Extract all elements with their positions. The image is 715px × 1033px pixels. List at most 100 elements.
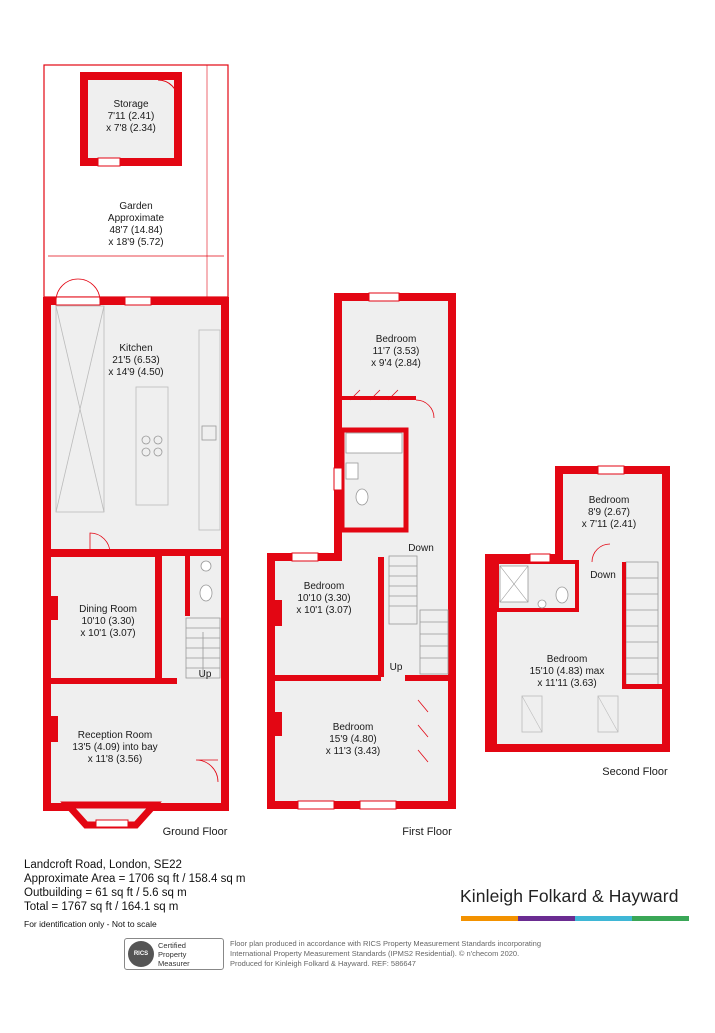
wall-middle-front [271,675,381,681]
first-stair-up-label: Up [390,662,403,673]
first-rear-window [368,292,400,302]
second-stair-base-wall [622,684,662,689]
second-floor-plan: Bedroom 8'9 (2.67) x 7'11 (2.41) Bedroom… [485,465,670,778]
first-stairs [388,555,449,675]
garden-dim1: 48'7 (14.84) [109,225,162,236]
first-front-bedroom-name: Bedroom [333,722,374,733]
dining-dim2: x 10'1 (3.07) [80,628,135,639]
wall-hall-kitchen [162,549,225,556]
storage-dim1: 7'11 (2.41) [108,111,155,122]
rics-line1: Certified [158,940,186,950]
address: Landcroft Road, London, SE22 [24,859,182,871]
second-skylight-b [597,695,619,733]
identification-note: For identification only - Not to scale [24,919,157,929]
bay-glass [95,819,129,828]
middle-window [291,552,319,562]
shower-icon-x2 [499,565,529,603]
second-small-bedroom-name: Bedroom [589,495,630,506]
first-middle-bedroom-dim2: x 10'1 (3.07) [296,605,351,616]
wall-kitchen-dining [47,549,157,557]
ground-wc-basin-icon [200,560,212,572]
wall-dining-right [155,549,162,681]
brand-stripe-blue [575,916,632,921]
second-toilet-icon [555,586,569,604]
outbuilding-area: Outbuilding = 61 sq ft / 5.6 sq m [24,887,187,899]
brand-stripe-orange [461,916,518,921]
ground-stair-up-label: Up [199,669,212,680]
rics-line3: Measurer [158,958,190,968]
storage-door [157,79,179,101]
ground-wc-wall [185,556,190,616]
second-wall-left [489,558,497,748]
bath-icon [345,432,403,454]
kitchen-window [124,296,152,306]
second-small-bedroom-dim2: x 7'11 (2.41) [582,519,637,530]
front-door-swing [195,759,219,783]
second-main-bedroom-name: Bedroom [547,654,588,665]
dining-name: Dining Room [79,604,137,615]
storage-window [97,157,121,167]
ground-stairs [185,617,221,679]
first-middle-bedroom-name: Bedroom [304,581,345,592]
front-wardrobe-doors [417,699,429,763]
kitchen-skylight-cross-b [55,305,105,513]
second-floor-label: Second Floor [602,766,668,778]
second-ensuite-window [529,553,551,563]
front-window-a [297,800,335,810]
first-toilet-icon [355,488,369,506]
hob-icon [141,435,163,457]
disclaimer-line2: International Property Measurement Stand… [230,949,520,958]
rear-wardrobe-doors [349,389,399,401]
kitchen-island [135,386,169,506]
second-main-bedroom-dim1: 15'10 (4.83) max [530,666,605,677]
garden-approx: Approximate [108,213,165,224]
bay-window [60,801,162,829]
second-main-bedroom-dim2: x 11'11 (3.63) [537,678,596,689]
first-front-bedroom-dim1: 15'9 (4.80) [329,734,377,745]
dining-fireplace [51,596,58,620]
brand-stripe-green [632,916,689,921]
second-small-bedroom-dim1: 8'9 (2.67) [588,507,630,518]
kitchen-dim1: 21'5 (6.53) [112,355,160,366]
first-rear-bedroom-dim2: x 9'4 (2.84) [371,358,421,369]
kitchen-french-door-swing [55,278,101,302]
middle-fireplace [275,600,282,626]
second-stair-wall [622,562,626,686]
front-window-b [359,800,397,810]
rics-line2: Property [158,949,187,959]
dining-dim1: 10'10 (3.30) [81,616,134,627]
second-skylight-a-x [521,695,543,733]
approximate-area: Approximate Area = 1706 sq ft / 158.4 sq… [24,873,246,885]
reception-dim2: x 11'8 (3.56) [88,754,143,765]
second-stair-down-label: Down [590,570,616,581]
first-stair-down-label: Down [408,543,434,554]
ground-wc-toilet-icon [199,584,213,602]
rics-text: Certified Property Measurer [158,941,190,968]
first-rear-bedroom-dim1: 11'7 (3.53) [373,346,420,357]
total-area: Total = 1767 sq ft / 164.1 sq m [24,901,179,913]
rics-seal-icon: RICS [128,941,154,967]
dining-door-swing [89,532,111,554]
sink-icon [201,425,217,441]
property-info: Landcroft Road, London, SE22 Approximate… [24,858,246,931]
ground-floor-label: Ground Floor [163,826,228,838]
disclaimer-line1: Floor plan produced in accordance with R… [230,939,541,948]
kitchen-name: Kitchen [119,343,152,354]
wall-rear-bedroom [342,396,416,400]
second-door-swing [591,543,611,563]
garden-name: Garden [119,201,152,212]
wall-dining-reception [47,678,177,684]
brand-stripe-purple [518,916,575,921]
reception-name: Reception Room [78,730,152,741]
first-floor-plan: Bedroom 11'7 (3.53) x 9'4 (2.84) Bedroom… [267,292,456,838]
storage-name: Storage [113,99,148,110]
ground-floor-plan: Storage 7'11 (2.41) x 7'8 (2.34) Garden … [43,64,229,838]
storage-room [80,72,182,166]
kitchen-skylight [55,305,105,513]
disclaimer: Floor plan produced in accordance with R… [230,939,610,969]
reception-fireplace [51,716,58,742]
first-floor-label: First Floor [402,826,452,838]
second-basin-icon [537,599,547,609]
storage-dim2: x 7'8 (2.34) [106,123,156,134]
